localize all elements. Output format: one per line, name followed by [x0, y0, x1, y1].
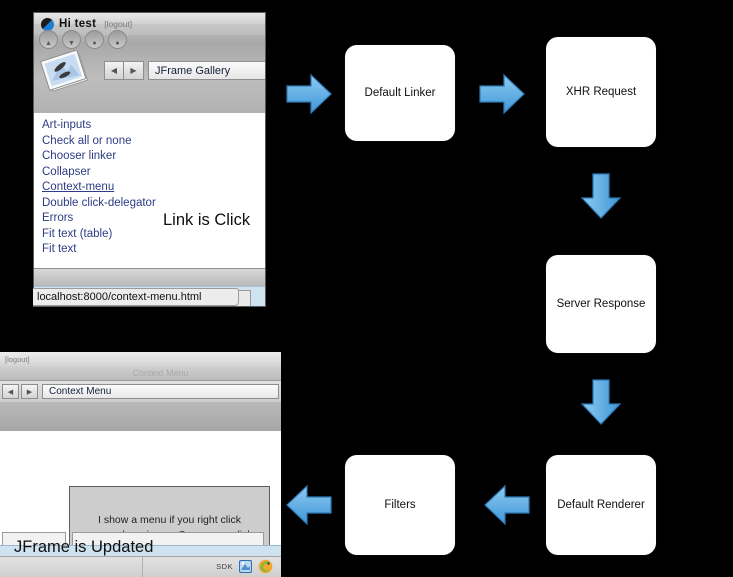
context-blue-bar [0, 545, 281, 556]
context-status-bar: SDK [0, 556, 281, 577]
toolbar-dot-2[interactable]: ▼ [62, 30, 81, 49]
back-button[interactable]: ◀ [2, 384, 19, 399]
sdk-label: SDK [216, 562, 233, 571]
ghost-title-label: Context Menu [132, 368, 189, 378]
flow-node-label: XHR Request [565, 86, 637, 98]
greeting-label: Hi test [59, 18, 97, 30]
arrow-server-renderer-icon [580, 379, 622, 425]
arrow-linker-xhr-icon [479, 73, 525, 115]
toolbar-dot-4[interactable]: ● [108, 30, 127, 49]
list-item[interactable]: Double click-delegator [42, 196, 156, 209]
fish-app-icon[interactable] [258, 559, 273, 574]
arrow-out-icon [286, 484, 332, 526]
list-item[interactable]: Fit text (table) [42, 227, 113, 240]
dot-glyph: ● [92, 40, 97, 47]
flow-node-label: Server Response [556, 298, 646, 310]
arrow-renderer-filters-icon [484, 484, 530, 526]
gallery-toolbar: ▲ ▼ ● ● ◀ ▶ JFrame Gallery [34, 30, 265, 114]
toolbar-dot-1[interactable]: ▲ [39, 30, 58, 49]
gallery-page-content: Art-inputs Check all or none Chooser lin… [34, 113, 265, 268]
list-item[interactable]: Collapser [42, 165, 91, 178]
flow-node-default-linker[interactable]: Default Linker [345, 45, 455, 141]
gallery-browser-window: Hi test [logout] ▲ ▼ ● ● [33, 12, 266, 307]
demo-link-list: Art-inputs Check all or none Chooser lin… [42, 118, 156, 258]
flow-node-filters[interactable]: Filters [345, 455, 455, 555]
app-logo-icon [41, 17, 54, 31]
list-item-context-menu[interactable]: Context-menu [42, 181, 115, 193]
forward-button[interactable]: ▶ [21, 384, 38, 399]
flow-node-xhr-request[interactable]: XHR Request [546, 37, 656, 147]
arrow-in-icon [286, 73, 332, 115]
context-ghost-titlebar: Context Menu [0, 366, 281, 381]
context-nav-row: ◀ ▶ Context Menu [0, 381, 281, 403]
dot-glyph: ▼ [68, 40, 75, 47]
forward-button[interactable]: ▶ [124, 61, 144, 80]
address-bar[interactable]: Context Menu [42, 384, 279, 399]
status-divider [142, 557, 143, 577]
list-item[interactable]: Errors [42, 212, 74, 224]
flow-node-label: Default Linker [364, 87, 436, 99]
gallery-status-tooltip: localhost:8000/context-menu.html [33, 288, 239, 306]
flow-node-server-response[interactable]: Server Response [546, 255, 656, 353]
finder-icon[interactable] [238, 559, 253, 574]
flow-node-label: Filters [384, 499, 416, 511]
window-control-dots: ▲ ▼ ● ● [39, 30, 127, 49]
jframe-is-updated-overlay: JFrame is Updated [14, 538, 154, 556]
list-item[interactable]: Art-inputs [42, 119, 92, 131]
address-bar[interactable]: JFrame Gallery [148, 61, 265, 80]
flow-node-label: Default Renderer [557, 499, 645, 511]
dot-glyph: ● [115, 40, 120, 47]
context-page-content: I show a menu if you right click anywher… [0, 431, 281, 576]
logout-link[interactable]: [logout] [5, 354, 30, 364]
toolbar-dot-3[interactable]: ● [85, 30, 104, 49]
logout-link[interactable]: [logout] [104, 19, 133, 29]
list-item[interactable]: Check all or none [42, 134, 132, 147]
context-titlebar: [logout] [0, 352, 281, 367]
flow-node-default-renderer[interactable]: Default Renderer [546, 455, 656, 555]
context-toolbar-strip [0, 402, 281, 432]
gallery-bottom-toolbar [34, 268, 265, 287]
list-item[interactable]: Chooser linker [42, 150, 117, 162]
list-item[interactable]: Fit text [42, 243, 77, 255]
back-button[interactable]: ◀ [104, 61, 124, 80]
arrow-xhr-server-icon [580, 173, 622, 219]
dot-glyph: ▲ [45, 40, 52, 47]
gallery-nav-group: ◀ ▶ JFrame Gallery [104, 61, 265, 80]
photo-gallery-icon [40, 50, 89, 92]
